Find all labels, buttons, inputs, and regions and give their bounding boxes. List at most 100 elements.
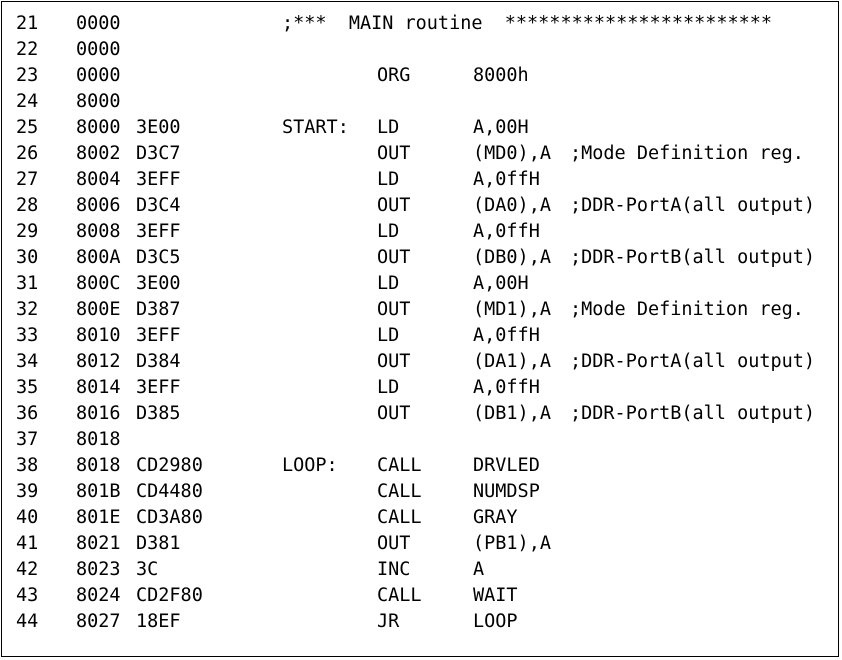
operand: NUMDSP bbox=[473, 481, 540, 502]
operand: GRAY bbox=[473, 507, 518, 528]
label: START: bbox=[282, 117, 349, 138]
address: 8023 bbox=[76, 559, 121, 580]
operand: A,0ffH bbox=[473, 325, 540, 346]
mnemonic: OUT bbox=[377, 533, 411, 554]
machine-code: 3EFF bbox=[136, 377, 181, 398]
mnemonic: LD bbox=[377, 377, 400, 398]
operand: (DA1),A bbox=[473, 351, 551, 372]
operand: A,00H bbox=[473, 273, 529, 294]
line-number: 28 bbox=[16, 195, 39, 216]
mnemonic: OUT bbox=[377, 247, 411, 268]
address: 801B bbox=[76, 481, 121, 502]
line-number: 23 bbox=[16, 65, 39, 86]
operand: A,00H bbox=[473, 117, 529, 138]
mnemonic: ORG bbox=[377, 65, 411, 86]
machine-code: D384 bbox=[136, 351, 181, 372]
machine-code: CD2980 bbox=[136, 455, 203, 476]
line-number: 35 bbox=[16, 377, 39, 398]
machine-code: D381 bbox=[136, 533, 181, 554]
mnemonic: LD bbox=[377, 273, 400, 294]
address: 8004 bbox=[76, 169, 121, 190]
machine-code: D387 bbox=[136, 299, 181, 320]
mnemonic: LD bbox=[377, 169, 400, 190]
listing-row: 23 0000 ORG 8000h bbox=[2, 63, 838, 89]
line-number: 44 bbox=[16, 611, 39, 632]
machine-code: CD4480 bbox=[136, 481, 203, 502]
address: 8000 bbox=[76, 91, 121, 112]
address: 8024 bbox=[76, 585, 121, 606]
address: 0000 bbox=[76, 13, 121, 34]
mnemonic: OUT bbox=[377, 299, 411, 320]
comment: ;Mode Definition reg. bbox=[570, 299, 804, 320]
machine-code: 3E00 bbox=[136, 117, 181, 138]
mnemonic: CALL bbox=[377, 585, 422, 606]
operand: WAIT bbox=[473, 585, 518, 606]
operand: A,0ffH bbox=[473, 169, 540, 190]
line-number: 37 bbox=[16, 429, 39, 450]
address: 800C bbox=[76, 273, 121, 294]
comment: ;DDR-PortA(all output) bbox=[570, 195, 816, 216]
address: 0000 bbox=[76, 39, 121, 60]
line-number: 43 bbox=[16, 585, 39, 606]
address: 8012 bbox=[76, 351, 121, 372]
operand: 8000h bbox=[473, 65, 529, 86]
comment: ;DDR-PortB(all output) bbox=[570, 403, 816, 424]
mnemonic: OUT bbox=[377, 195, 411, 216]
line-number: 30 bbox=[16, 247, 39, 268]
section-header-comment: ;*** MAIN routine **********************… bbox=[282, 13, 773, 34]
address: 0000 bbox=[76, 65, 121, 86]
address: 800E bbox=[76, 299, 121, 320]
machine-code: 3C bbox=[136, 559, 159, 580]
mnemonic: OUT bbox=[377, 143, 411, 164]
mnemonic: CALL bbox=[377, 507, 422, 528]
operand: (DB1),A bbox=[473, 403, 551, 424]
operand: (DA0),A bbox=[473, 195, 551, 216]
mnemonic: LD bbox=[377, 325, 400, 346]
operand: A,0ffH bbox=[473, 221, 540, 242]
operand: (PB1),A bbox=[473, 533, 551, 554]
line-number: 41 bbox=[16, 533, 39, 554]
machine-code: 3EFF bbox=[136, 169, 181, 190]
address: 8010 bbox=[76, 325, 121, 346]
address: 8000 bbox=[76, 117, 121, 138]
line-number: 22 bbox=[16, 39, 39, 60]
address: 8014 bbox=[76, 377, 121, 398]
line-number: 25 bbox=[16, 117, 39, 138]
operand: LOOP bbox=[473, 611, 518, 632]
line-number: 32 bbox=[16, 299, 39, 320]
mnemonic: OUT bbox=[377, 403, 411, 424]
operand: A,0ffH bbox=[473, 377, 540, 398]
line-number: 38 bbox=[16, 455, 39, 476]
line-number: 26 bbox=[16, 143, 39, 164]
mnemonic: CALL bbox=[377, 455, 422, 476]
line-number: 33 bbox=[16, 325, 39, 346]
operand: (MD0),A bbox=[473, 143, 551, 164]
operand: A bbox=[473, 559, 485, 580]
address: 801E bbox=[76, 507, 121, 528]
listing-row: 24 8000 bbox=[2, 89, 838, 115]
machine-code: D3C4 bbox=[136, 195, 181, 216]
comment: ;DDR-PortB(all output) bbox=[570, 247, 816, 268]
machine-code: 18EF bbox=[136, 611, 181, 632]
machine-code: 3EFF bbox=[136, 325, 181, 346]
mnemonic: CALL bbox=[377, 481, 422, 502]
listing-row: 35 8014 3EFF LD A,0ffH bbox=[2, 375, 838, 401]
address: 8008 bbox=[76, 221, 121, 242]
machine-code: D385 bbox=[136, 403, 181, 424]
line-number: 24 bbox=[16, 91, 39, 112]
